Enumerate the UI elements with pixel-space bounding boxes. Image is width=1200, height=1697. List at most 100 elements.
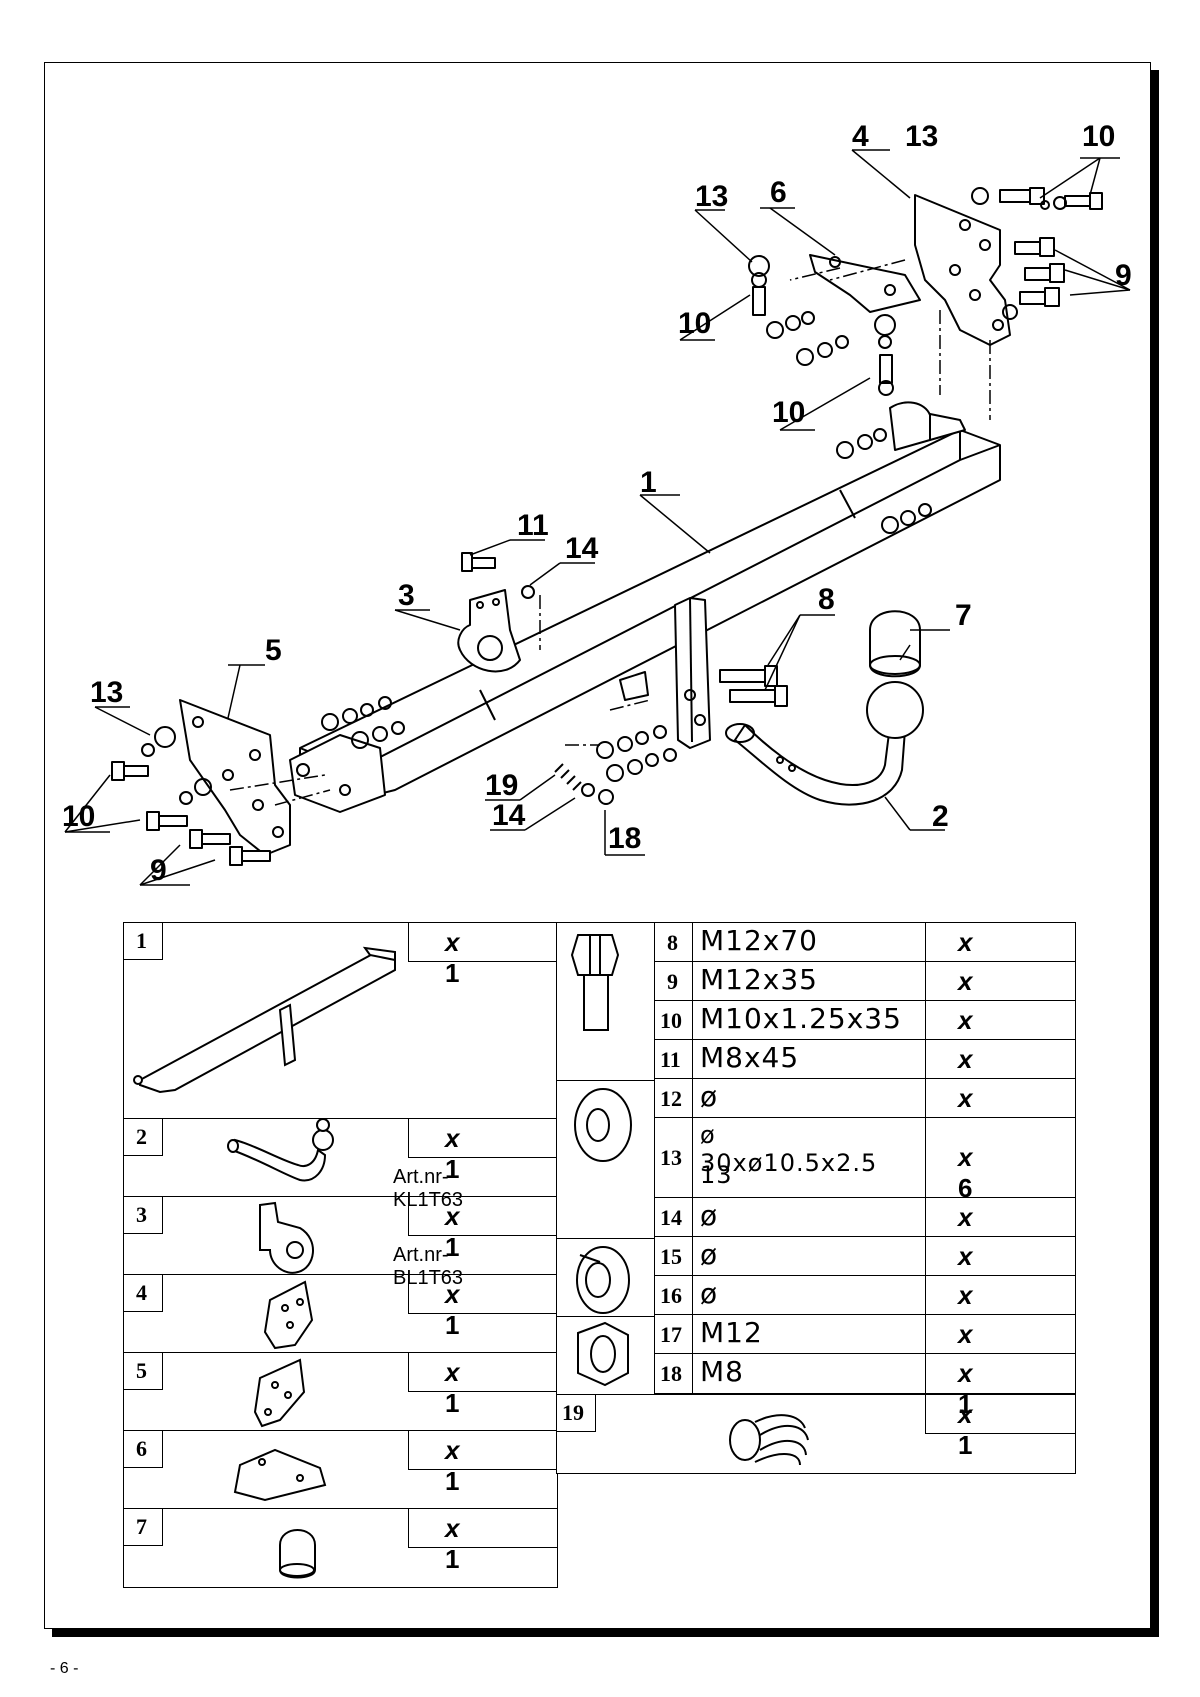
part-6-qty-box [408, 1430, 558, 1470]
row-part-number: 11 [660, 1046, 681, 1072]
part-19-number-box [556, 1394, 596, 1432]
row-qty-box [925, 1078, 1076, 1119]
part-6-number: 6 [136, 1436, 147, 1461]
row-spec-box [692, 1197, 927, 1238]
part-2-number-box [123, 1118, 163, 1156]
row-spec: M8x45 [700, 1041, 800, 1074]
row-spec-box [692, 961, 927, 1002]
part-4-number: 4 [136, 1280, 147, 1305]
side-plate-part-5 [179, 699, 291, 856]
callout-13-top-left: 13 [695, 180, 728, 213]
part-6-number-box [123, 1430, 163, 1468]
socket-plate-thumbnail-icon [259, 1201, 314, 1274]
callout-14-upper: 14 [565, 532, 599, 565]
callout-3: 3 [398, 579, 415, 612]
bolt-icon [570, 934, 620, 1031]
row-part-number: 10 [660, 1007, 682, 1033]
callout-10-top-left: 10 [678, 307, 711, 340]
row-part-number: 12 [660, 1085, 682, 1111]
row-qty: x 6 [958, 1142, 973, 1203]
row-part-number: 18 [660, 1360, 682, 1386]
callout-9-right: 9 [1115, 259, 1132, 292]
row-spec-box [692, 1314, 927, 1355]
part-3-qty: x 1 [445, 1201, 460, 1262]
part-5-number-box [123, 1352, 163, 1390]
part-1-qty: x 1 [445, 927, 460, 988]
callout-10-top-right: 10 [1082, 120, 1115, 153]
row-part-number: 13 [660, 1145, 682, 1170]
spring-icon [729, 1414, 809, 1466]
part-2-qty-box [408, 1118, 558, 1158]
part-7-qty-box [408, 1508, 558, 1548]
callout-2: 2 [932, 800, 949, 833]
callout-6: 6 [770, 176, 787, 209]
part-5-qty: x 1 [445, 1357, 460, 1418]
part-1-number: 1 [136, 928, 147, 953]
fasteners [111, 187, 1103, 866]
row-part-number: 9 [667, 968, 678, 994]
callout-10-left: 10 [62, 800, 95, 833]
washer-icon [574, 1088, 632, 1162]
part-3-qty-box [408, 1196, 558, 1236]
row-spec: M8 [700, 1355, 744, 1388]
part-19-qty: x 1 [958, 1399, 973, 1460]
part-4-qty-box [408, 1274, 558, 1314]
callout-1: 1 [640, 466, 657, 499]
row-part-number: 15 [660, 1243, 682, 1269]
bracket-6-thumbnail-icon [233, 1448, 327, 1502]
part-1-number-box [123, 922, 163, 960]
part-19-qty-box [925, 1394, 1076, 1434]
ball-cap-thumbnail-icon [279, 1529, 316, 1579]
part-3-article-number: Art.nr-BL1T63 [393, 1244, 464, 1289]
callout-4: 4 [852, 120, 869, 153]
row-number-box [654, 1236, 694, 1277]
row-part-number: 17 [660, 1321, 682, 1347]
part-3-number: 3 [136, 1202, 147, 1227]
callout-5: 5 [265, 634, 282, 667]
nut-icon [577, 1321, 629, 1387]
callout-13-left: 13 [90, 676, 123, 709]
part-3-number-box [123, 1196, 163, 1234]
row-qty-box [925, 1353, 1076, 1394]
side-plate-part-4 [914, 194, 1011, 346]
side-plate-5-thumbnail-icon [253, 1358, 306, 1428]
callout-7: 7 [955, 599, 972, 632]
part-5-number: 5 [136, 1358, 147, 1383]
row-spec: M12x35 [700, 963, 818, 996]
callout-10-middle: 10 [772, 396, 805, 429]
crossbar-thumbnail-icon [133, 946, 396, 1094]
row-qty-box [925, 1314, 1076, 1355]
callout-13-top-right: 13 [905, 120, 938, 153]
callout-19: 19 [485, 769, 518, 802]
row-spec: M10x1.25x35 [700, 1002, 902, 1035]
row-spec: ø 30xø10.5x2.5 [700, 1121, 878, 1177]
row-number-box [654, 922, 694, 963]
row-part-number: 14 [660, 1204, 682, 1230]
part-4-qty: x 1 [445, 1279, 460, 1340]
callout-14-lower: 14 [492, 799, 526, 832]
row-spec-box [692, 1353, 927, 1394]
part-7-number: 7 [136, 1514, 147, 1539]
row-part-number: 16 [660, 1282, 682, 1308]
socket-plate-part-3 [457, 589, 521, 673]
part-5-qty-box [408, 1352, 558, 1392]
part-19-number: 19 [562, 1400, 584, 1425]
ball-neck-thumbnail-icon [227, 1118, 334, 1182]
row-qty-box [925, 1236, 1076, 1277]
part-6-qty: x 1 [445, 1435, 460, 1496]
part-7-qty: x 1 [445, 1513, 460, 1574]
row-spec: M12x70 [700, 924, 818, 957]
row-number-box [654, 1353, 694, 1394]
spring-washer-icon [576, 1246, 630, 1314]
callout-11: 11 [517, 509, 549, 542]
part-2-article-number: Art.nr-KL1T63 [393, 1166, 464, 1211]
page-number: - 6 - [50, 1660, 79, 1677]
callout-8: 8 [818, 583, 835, 616]
callout-9-left: 9 [150, 854, 167, 887]
ball-neck-part-2 [725, 681, 924, 806]
callout-18: 18 [608, 822, 641, 855]
row-qty-box [925, 961, 1076, 1002]
part-2-number: 2 [136, 1124, 147, 1149]
